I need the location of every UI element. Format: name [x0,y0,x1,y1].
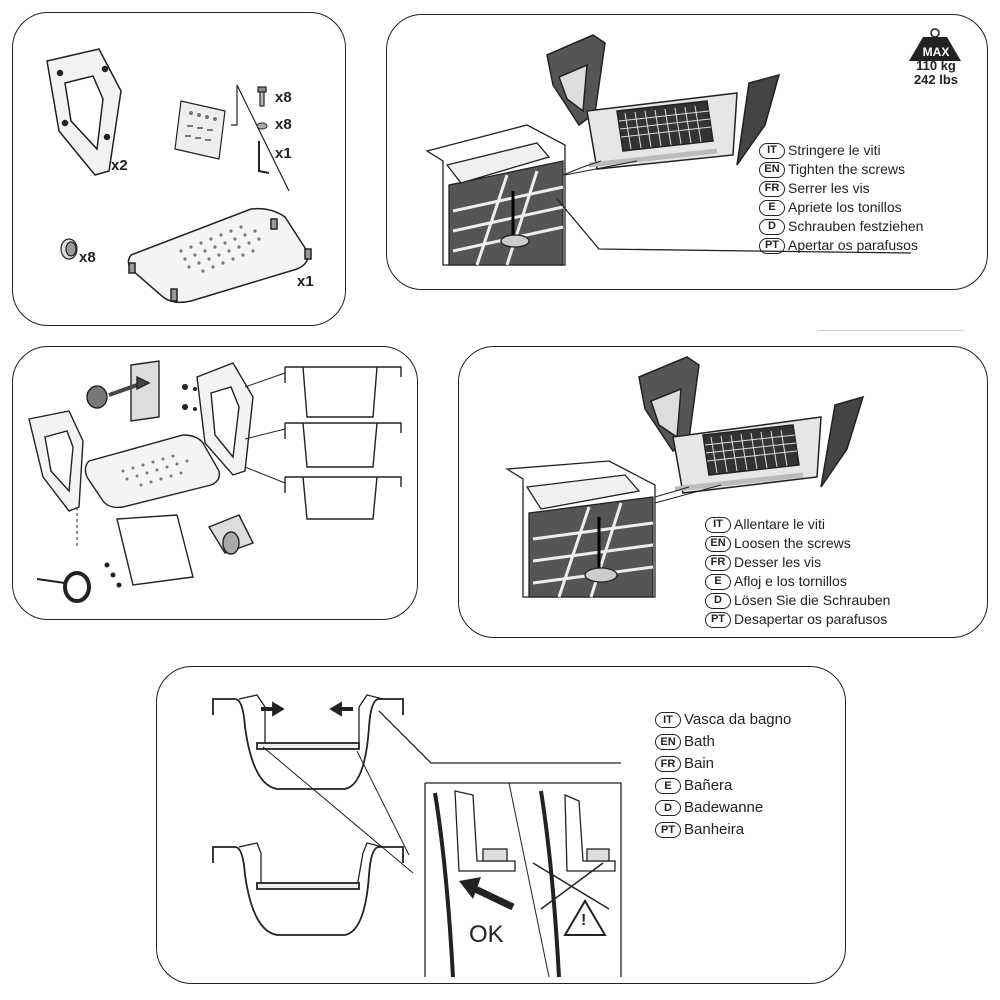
loosen-text-en: Loosen the screws [734,535,851,551]
weight-max-label: MAX [922,45,950,59]
lang-badge: IT [759,142,785,159]
washer-quantity: x8 [275,116,292,133]
tighten-text-d: Schrauben festziehen [788,218,924,234]
bath-fitted [212,694,404,790]
hardware-bag [174,100,226,160]
tighten-text-e: Apriete los tonillos [788,199,902,215]
seat-assembly [546,34,781,170]
lang-badge: EN [705,535,731,552]
bath-text-e: Bañera [684,777,733,794]
cap-quantity: x8 [79,249,96,266]
lang-badge: PT [759,237,785,254]
lang-badge: FR [655,756,681,772]
bath-empty [212,842,404,936]
loosen-text-fr: Desser les vis [734,554,822,570]
lang-badge: IT [705,516,731,533]
lang-badge: E [655,778,681,794]
parts-drawing [46,48,312,304]
weight-kg: 110 kg [916,58,956,73]
hex-key-part [258,141,270,174]
seat-assembly [638,356,865,494]
lang-badge: PT [705,611,731,628]
warning-symbol: ! [581,912,587,929]
parts-panel: x2 x8 x8 x1 x8 x1 [12,12,346,326]
fit-detail-view [424,782,622,978]
warning-icon [563,899,607,936]
lang-badge: FR [759,180,785,197]
backrest-part [46,48,122,176]
lang-badge: E [705,573,731,590]
assembly-drawing [28,360,402,603]
screw-part [257,86,267,107]
tighten-text-pt: Apertar os parafusos [788,237,918,253]
ok-label: OK [469,921,504,948]
backrest-quantity: x2 [111,157,128,174]
loosen-drawing [504,356,865,598]
washer-part [256,122,268,130]
screw-quantity: x8 [275,89,292,106]
lang-badge: FR [705,554,731,571]
loosen-text-it: Allentare le viti [734,516,826,532]
bath-text-en: Bath [684,733,715,750]
bath-text-it: Vasca da bagno [684,711,792,728]
loosen-text-e: Afloj e los tornillos [734,573,847,589]
screw-detail-view [425,124,566,266]
bath-text-pt: Banheira [684,821,745,838]
screw-detail-view [504,460,656,598]
assembly-panel [12,346,418,620]
bracket-options [284,366,402,520]
seat-holes [121,454,189,487]
loosen-text-pt: Desapertar os parafusos [734,611,888,627]
key-quantity: x1 [275,145,292,162]
lang-badge: EN [655,734,681,750]
lang-badge: E [759,199,785,216]
lang-badge: EN [759,161,785,178]
tighten-drawing [425,28,961,266]
bath-drawing [212,694,622,978]
bath-text-d: Badewanne [684,799,764,816]
lang-badge: IT [655,712,681,728]
separator-line [818,330,964,331]
loosen-text-d: Lösen Sie die Schrauben [734,592,891,608]
lang-badge: PT [655,822,681,838]
lang-badge: D [705,592,731,609]
weight-icon [909,28,961,61]
weight-lbs: 242 lbs [913,72,959,87]
tighten-text-it: Stringere le viti [788,142,881,158]
seat-quantity: x1 [297,273,314,290]
cap-part [60,238,78,260]
weight-limit: MAX 110 kg 242 lbs [901,45,971,87]
tighten-text-fr: Serrer les vis [788,180,870,196]
lang-badge: D [655,800,681,816]
ok-arrow-icon [459,877,515,911]
tighten-text-en: Tighten the screws [788,161,905,177]
seat-holes [179,225,261,273]
bath-text-fr: Bain [684,755,715,772]
lang-badge: D [759,218,785,235]
